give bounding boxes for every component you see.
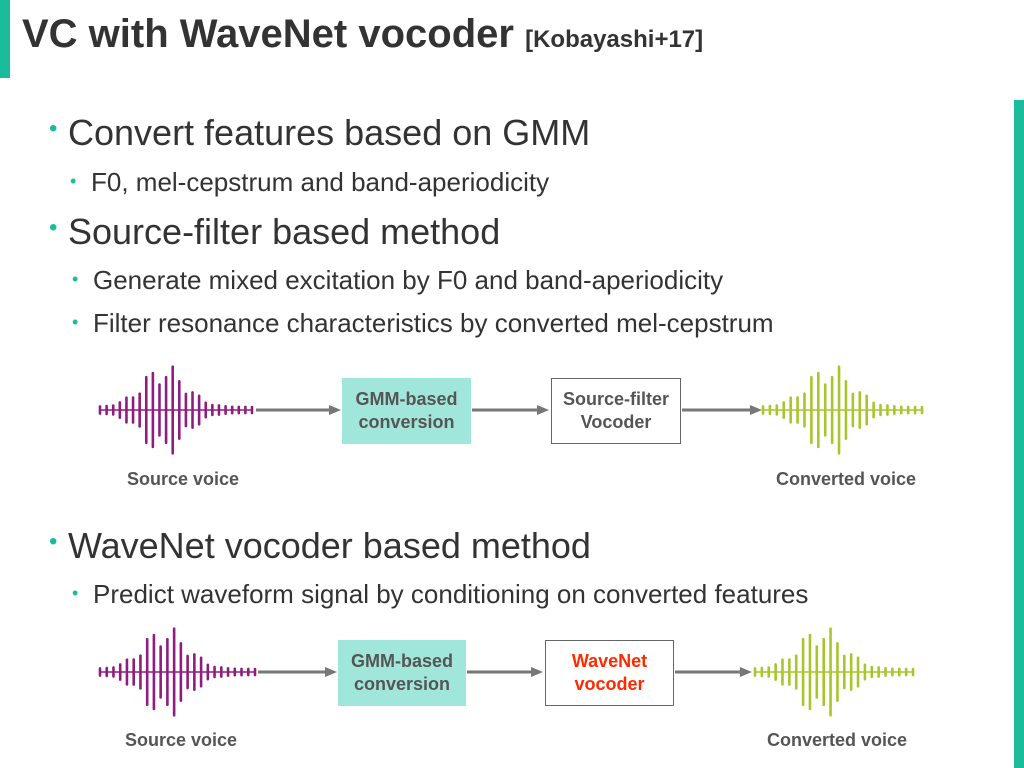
title-citation: [Kobayashi+17] [525,26,704,53]
flow-diagram-source-filter [98,365,924,455]
gmm-conversion-box: GMM-based conversion [338,640,466,706]
box-line: WaveNet [571,651,648,671]
converted-voice-label: Converted voice [767,730,908,750]
flow-arrow [472,405,549,415]
bullet-dot: • [49,115,58,142]
box-line: GMM-based [355,389,458,409]
box-line: conversion [358,412,455,432]
source-waveform-icon [98,627,257,717]
flow-arrow [682,405,762,415]
subbullet-features-list: • F0, mel-cepstrum and band-aperiodicity [70,167,550,198]
bullet-dot: • [70,171,77,191]
bullet-dot: • [49,214,58,241]
source-voice-label: Source voice [125,730,238,750]
slide-title: VC with WaveNet vocoder [Kobayashi+17] [22,12,703,57]
title-main: VC with WaveNet vocoder [22,12,514,56]
source-filter-vocoder-box: Source-filter Vocoder [551,378,681,444]
bullet-source-filter: • Source-filter based method [49,211,501,253]
box-line: vocoder [574,674,645,694]
side-accent-bar [1014,100,1024,768]
bullet-text: Source-filter based method [68,211,501,252]
subbullet-predict-waveform: • Predict waveform signal by conditionin… [72,579,809,610]
box-line: Source-filter [562,389,670,409]
subbullet-excitation: • Generate mixed excitation by F0 and ba… [72,265,724,296]
flow-arrow [256,405,341,415]
subbullet-filter: • Filter resonance characteristics by co… [72,308,774,339]
source-voice-label: Source voice [127,469,240,489]
bullet-text: Filter resonance characteristics by conv… [93,308,774,338]
flow-arrow [467,667,543,677]
bullet-dot: • [72,269,79,289]
flow-arrow [258,667,337,677]
bullet-dot: • [49,528,58,555]
box-line: GMM-based [350,651,453,671]
converted-waveform-icon [761,365,924,455]
bullet-text: WaveNet vocoder based method [68,525,591,566]
bullet-text: Generate mixed excitation by F0 and band… [93,265,724,295]
bullet-text: Predict waveform signal by conditioning … [93,579,809,609]
flow-diagram-wavenet [98,627,915,717]
flow-arrow [675,667,752,677]
title-accent-bar [0,0,10,78]
bullet-wavenet-vocoder: • WaveNet vocoder based method [49,525,591,567]
box-line: conversion [353,674,450,694]
bullet-text: Convert features based on GMM [68,112,591,153]
bullet-dot: • [72,312,79,332]
box-line: Vocoder [580,412,652,432]
bullet-dot: • [72,583,79,603]
converted-waveform-icon [753,627,915,717]
bullet-text: F0, mel-cepstrum and band-aperiodicity [91,167,550,197]
converted-voice-label: Converted voice [776,469,917,489]
source-waveform-icon [98,365,254,455]
bullet-convert-features: • Convert features based on GMM [49,112,591,154]
wavenet-vocoder-box: WaveNet vocoder [545,640,674,706]
gmm-conversion-box: GMM-based conversion [342,378,471,444]
